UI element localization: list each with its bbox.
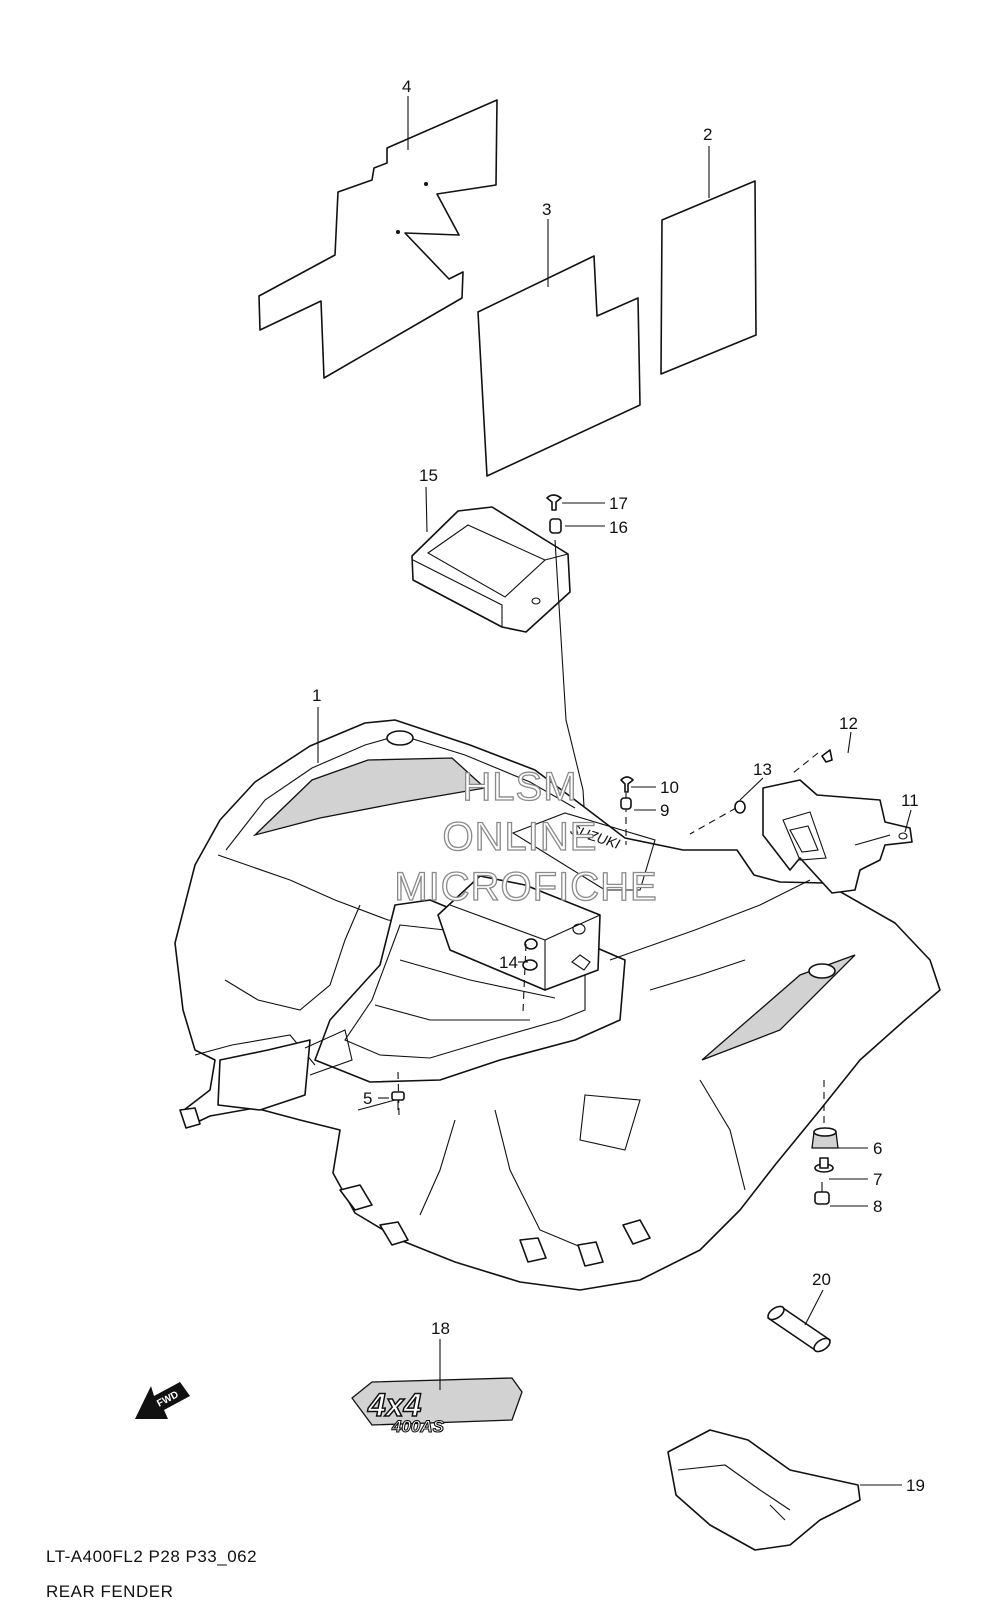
callout-5: 5: [363, 1089, 372, 1108]
cushion-part-6: [811, 1127, 839, 1149]
rear-fender-part-1: SUZUKI: [174, 719, 941, 1291]
callout-8: 8: [873, 1197, 882, 1216]
callout-2: 2: [703, 125, 712, 144]
watermark-line-1: HLSM: [462, 765, 577, 809]
cover-part-19: [667, 1429, 861, 1551]
callout-19: 19: [906, 1476, 925, 1495]
callout-20: 20: [812, 1270, 831, 1289]
nut-part-9: [620, 797, 632, 810]
callout-4: 4: [402, 77, 411, 96]
callout-7: 7: [873, 1170, 882, 1189]
callout-17: 17: [609, 494, 628, 513]
callout-14: 14: [499, 953, 518, 972]
screw-part-12: [821, 749, 833, 763]
callout-15: 15: [419, 466, 438, 485]
callout-18: 18: [431, 1319, 450, 1338]
decal-sheet-part-3: [477, 255, 641, 477]
decal-4x4-part-18: 4x4 400AS: [351, 1377, 523, 1437]
diagram-title: REAR FENDER: [46, 1582, 174, 1601]
screw-part-10: [620, 776, 634, 793]
diagram-code: LT-A400FL2 P28 P33_062: [46, 1547, 258, 1566]
tube-part-20: [767, 1305, 831, 1353]
decal-big-text: 4x4: [367, 1387, 422, 1423]
bolt-part-8: [814, 1182, 830, 1205]
watermark-line-2: ONLINE: [443, 815, 598, 859]
callout-16: 16: [609, 518, 628, 537]
callout-leaders: [317, 96, 912, 1486]
dash-line-13: [689, 807, 737, 835]
callout-labels: 4 2 3 15 17 16 1 12 13 10 9 11 14 5 6 7 …: [312, 77, 925, 1495]
decal-small-text: 400AS: [391, 1417, 445, 1436]
nut-part-16: [549, 518, 562, 534]
decal-sheet-part-4: [258, 99, 498, 379]
collar-part-7: [814, 1157, 834, 1173]
dash-line-12: [792, 752, 819, 774]
callout-11: 11: [901, 791, 919, 810]
watermark: HLSM ONLINE MICROFICHE: [394, 764, 658, 909]
callout-9: 9: [660, 801, 669, 820]
bolt-part-5: [391, 1091, 405, 1110]
screw-part-17: [546, 494, 562, 511]
washer-part-13: [734, 800, 746, 814]
callout-13: 13: [753, 760, 772, 779]
decal-sheet-part-2: [660, 180, 757, 375]
callout-6: 6: [873, 1139, 882, 1158]
callout-12: 12: [839, 714, 858, 733]
bracket-part-11: [762, 779, 913, 894]
storage-tray-part-15: [411, 506, 571, 633]
callout-3: 3: [542, 200, 551, 219]
watermark-line-3: MICROFICHE: [394, 865, 657, 909]
callout-1: 1: [312, 686, 321, 705]
fwd-arrow-icon: FWD: [135, 1382, 190, 1419]
callout-10: 10: [660, 778, 679, 797]
